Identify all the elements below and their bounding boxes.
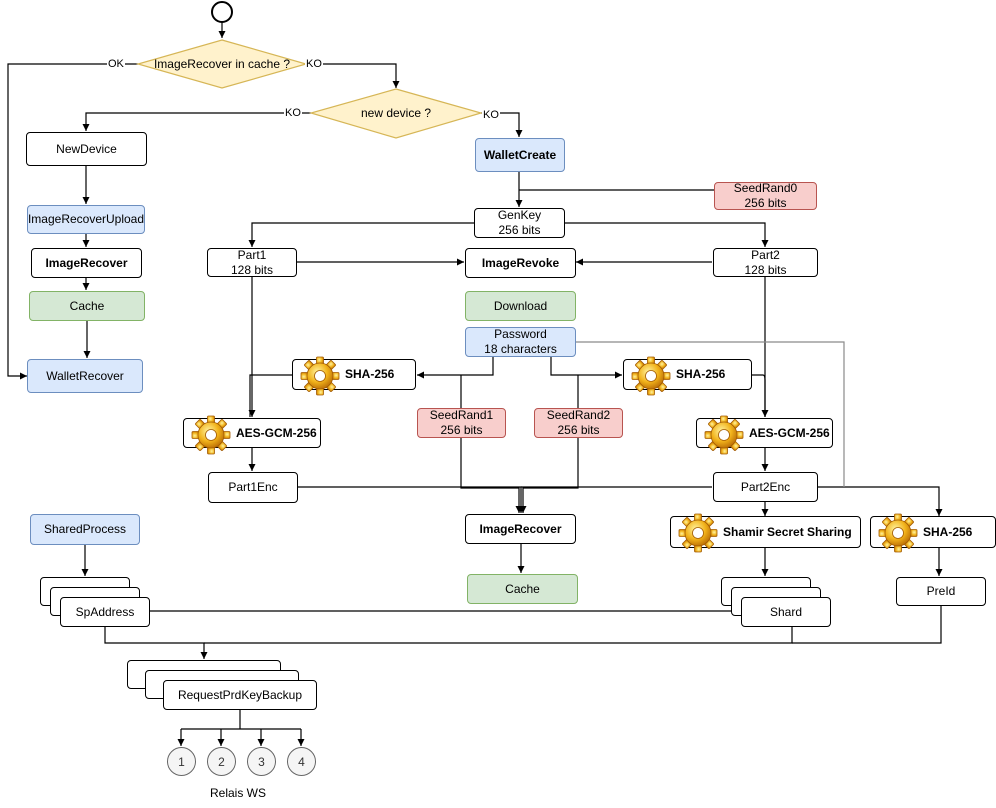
- device-decision-diamond: [308, 88, 484, 139]
- aes-right-label: AES-GCM-256: [749, 425, 830, 440]
- relays-caption: Relais WS: [210, 786, 267, 800]
- gear-icon: [676, 511, 720, 555]
- cache-decision-diamond: [135, 39, 309, 89]
- sha256-left-label: SHA-256: [345, 367, 395, 381]
- edge-label-ko-left: KO: [284, 107, 302, 119]
- aes-left-node: AES-GCM-256: [183, 418, 321, 448]
- wallet-recover-node: WalletRecover: [27, 359, 143, 393]
- gen-key-node: GenKey 256 bits: [474, 208, 565, 238]
- seed-rand1-node: SeedRand1 256 bits: [417, 408, 506, 438]
- sha256-left-node: SHA-256: [292, 359, 416, 390]
- seed-rand0-node: SeedRand0 256 bits: [714, 181, 817, 210]
- part2-size: 128 bits: [744, 262, 787, 277]
- password-node: Password 18 characters: [465, 327, 576, 357]
- image-revoke-node: ImageRevoke: [465, 248, 576, 278]
- edge-password-to-sha-left: [417, 357, 494, 379]
- device-decision-label: new device ?: [360, 106, 432, 120]
- edge-label-ok: OK: [107, 58, 125, 70]
- gear-icon: [876, 511, 920, 555]
- image-recover-upload-node: ImageRecoverUpload: [27, 205, 145, 234]
- edge-sha-right-to-aes-right: [752, 374, 766, 417]
- part1-size: 128 bits: [230, 262, 274, 277]
- gear-icon: [189, 413, 233, 457]
- edge-cache-ko: [306, 63, 400, 88]
- gen-key-size: 256 bits: [498, 223, 541, 237]
- sha256-prelid-label: SHA-256: [923, 524, 973, 539]
- part2-node: Part2 128 bits: [713, 248, 818, 277]
- edge-spaddress-join: [104, 627, 208, 659]
- edge-seedrand1-to-imagerecover: [460, 438, 523, 513]
- edge-seedrand2-to-imagerecover: [519, 438, 579, 513]
- cache-decision-label: ImageRecover in cache ?: [153, 57, 291, 71]
- edge-shard-join: [204, 627, 793, 644]
- new-device-node: NewDevice: [26, 132, 147, 166]
- seed-rand0-size: 256 bits: [744, 196, 787, 210]
- seed-rand2-size: 256 bits: [557, 423, 600, 437]
- relay-3: 3: [247, 747, 276, 776]
- edge-label-ko-right: KO: [482, 109, 500, 121]
- edge-genkey-to-part2: [564, 222, 769, 247]
- download-node: Download: [465, 291, 576, 321]
- cache-left-node: Cache: [29, 291, 145, 321]
- seed-rand1-size: 256 bits: [440, 423, 483, 437]
- edge-part2enc-to-sha-prelid: [818, 486, 943, 516]
- edge-genkey-to-part1: [248, 222, 474, 247]
- password-length: 18 characters: [484, 342, 557, 356]
- edge-label-ko-cache: KO: [305, 58, 323, 70]
- edge-newdevice-ko-left: [82, 112, 311, 131]
- relay-4: 4: [287, 747, 316, 776]
- gear-icon: [629, 354, 673, 398]
- image-recover-left-node: ImageRecover: [31, 248, 142, 278]
- part2-title: Part2: [751, 247, 780, 262]
- sha256-right-label: SHA-256: [676, 367, 726, 381]
- image-recover-center-node: ImageRecover: [465, 514, 576, 544]
- seed-rand2-title: SeedRand2: [546, 408, 611, 422]
- edge-preid-join: [792, 606, 942, 644]
- shared-process-node: SharedProcess: [30, 514, 140, 545]
- part2-enc-node: Part2Enc: [713, 472, 818, 502]
- relay-1: 1: [167, 747, 196, 776]
- aes-left-label: AES-GCM-256: [236, 425, 317, 440]
- relay-2: 2: [207, 747, 236, 776]
- edge-password-to-prelid: [576, 341, 845, 487]
- sp-address-node: SpAddress: [60, 597, 150, 627]
- aes-right-node: AES-GCM-256: [696, 418, 833, 448]
- part1-enc-node: Part1Enc: [208, 472, 298, 503]
- edge-sha-left-to-aes-left: [249, 374, 292, 417]
- request-backup-node: RequestPrdKeyBackup: [163, 680, 317, 710]
- part1-title: Part1: [237, 247, 267, 262]
- preid-node: PreId: [896, 577, 986, 606]
- seed-rand1-title: SeedRand1: [429, 408, 494, 422]
- shard-node: Shard: [741, 597, 831, 627]
- seed-rand2-node: SeedRand2 256 bits: [534, 408, 623, 438]
- password-title: Password: [494, 327, 547, 341]
- edge-password-to-sha-right: [550, 357, 622, 379]
- part1-node: Part1 128 bits: [207, 248, 297, 277]
- sha256-prelid-node: SHA-256: [870, 516, 996, 548]
- wallet-create-node: WalletCreate: [475, 138, 565, 172]
- edge-part1enc-to-imagerecover: [297, 486, 525, 513]
- shamir-node: Shamir Secret Sharing: [670, 516, 861, 548]
- seed-rand0-title: SeedRand0: [733, 181, 798, 195]
- cache-center-node: Cache: [467, 574, 578, 604]
- edge-cache-ok: [7, 63, 138, 380]
- gear-icon: [702, 413, 746, 457]
- gear-icon: [298, 354, 342, 398]
- gen-key-title: GenKey: [497, 208, 542, 222]
- sha256-right-node: SHA-256: [623, 359, 752, 390]
- start-node: [211, 1, 233, 23]
- shamir-label: Shamir Secret Sharing: [723, 524, 852, 539]
